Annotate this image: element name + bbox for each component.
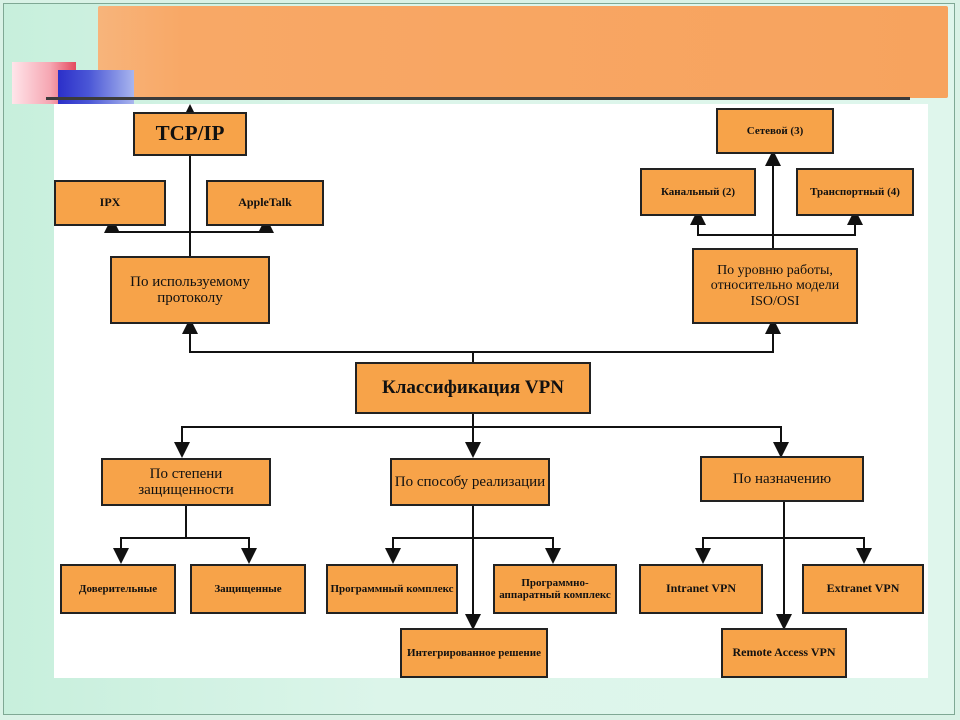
decor-square-blue (58, 70, 134, 106)
node-by-osi-level: По уровню работы, относительно модели IS… (692, 248, 858, 324)
node-extranet-vpn: Extranet VPN (802, 564, 924, 614)
node-by-protocol: По используемому протоколу (110, 256, 270, 324)
node-tcp-ip: TCP/IP (133, 112, 247, 156)
node-trusted: Доверительные (60, 564, 176, 614)
node-ipx: IPX (54, 180, 166, 226)
node-integrated-solution: Интегрированное решение (400, 628, 548, 678)
node-transport-layer: Транспортный (4) (796, 168, 914, 216)
node-vpn-classification: Классификация VPN (355, 362, 591, 414)
node-appletalk: AppleTalk (206, 180, 324, 226)
node-intranet-vpn: Intranet VPN (639, 564, 763, 614)
title-band (98, 6, 948, 98)
node-secured: Защищенные (190, 564, 306, 614)
node-remote-access-vpn: Remote Access VPN (721, 628, 847, 678)
title-underline (46, 97, 910, 100)
node-software-complex: Программный комплекс (326, 564, 458, 614)
node-hardware-software-complex: Программно-аппаратный комплекс (493, 564, 617, 614)
node-network-layer: Сетевой (3) (716, 108, 834, 154)
diagram-connectors (104, 104, 872, 630)
node-by-security: По степени защищенности (101, 458, 271, 506)
node-by-purpose: По назначению (700, 456, 864, 502)
node-by-implementation: По способу реализации (390, 458, 550, 506)
node-datalink-layer: Канальный (2) (640, 168, 756, 216)
